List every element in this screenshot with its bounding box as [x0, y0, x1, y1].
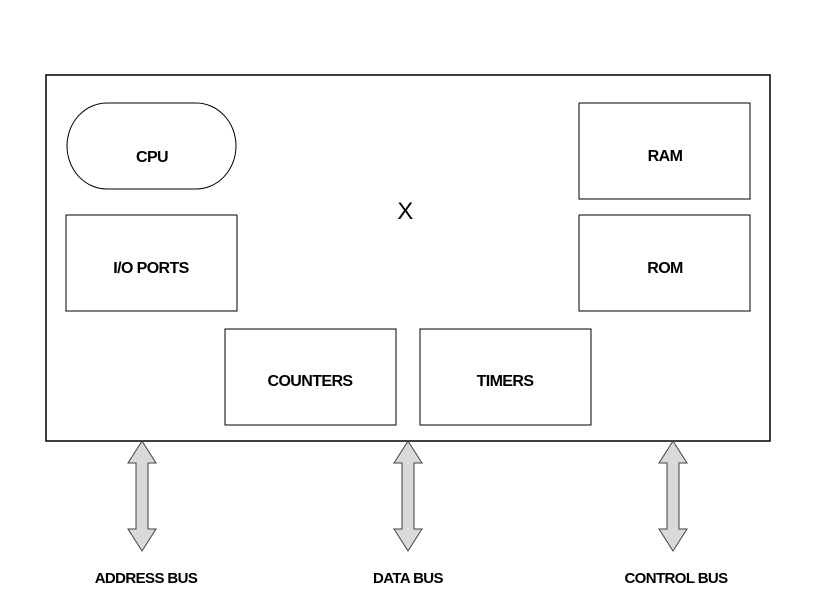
cpu-label: CPU: [136, 149, 168, 166]
timers-box: [419, 328, 592, 426]
counters-block: COUNTERS: [224, 328, 397, 426]
data-bus-label: DATA BUS: [373, 570, 444, 587]
io-ports-box: [65, 214, 238, 312]
rom-label: ROM: [647, 260, 683, 277]
counters-label: COUNTERS: [268, 373, 354, 390]
address-bus-arrow: [127, 440, 157, 552]
io-ports-block: I/O PORTS: [65, 214, 238, 312]
ram-block: RAM: [578, 102, 751, 200]
cpu-shape: [66, 102, 237, 190]
address-bus-label: ADDRESS BUS: [95, 570, 198, 587]
center-x-mark: X: [397, 198, 413, 225]
timers-label: TIMERS: [477, 373, 535, 390]
cpu-block: CPU: [66, 102, 237, 190]
control-bus-label: CONTROL BUS: [624, 570, 728, 587]
io-ports-label: I/O PORTS: [113, 260, 189, 277]
data-bus-arrow: [393, 440, 423, 552]
rom-block: ROM: [578, 214, 751, 312]
timers-block: TIMERS: [419, 328, 592, 426]
ram-box: [578, 102, 751, 200]
rom-box: [578, 214, 751, 312]
ram-label: RAM: [648, 148, 683, 165]
control-bus-arrow: [658, 440, 688, 552]
counters-box: [224, 328, 397, 426]
